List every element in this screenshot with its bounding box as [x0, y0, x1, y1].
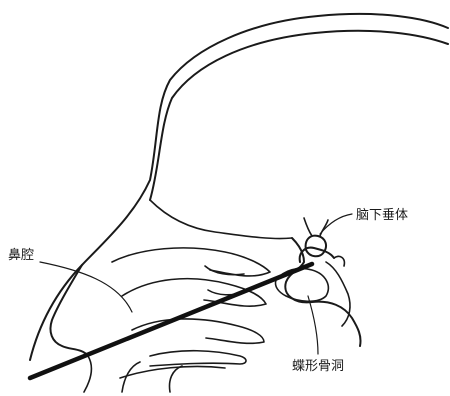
turbinate-fold-1: [205, 266, 244, 275]
nasal-cavity-leader: [40, 262, 132, 312]
hard-palate: [150, 351, 246, 366]
palate-region: [122, 351, 246, 392]
skull-outline: [30, 14, 448, 360]
frontal-base-line: [150, 200, 292, 239]
pituitary-leader: [320, 214, 352, 234]
lower-fold-b: [170, 366, 183, 392]
pituitary-stalk: [304, 218, 328, 236]
posterior-clinoid: [334, 256, 344, 266]
leader-lines: [40, 214, 352, 354]
face-profile: [50, 265, 91, 392]
nasal-cavity-label: 鼻腔: [8, 247, 34, 263]
pituitary-label: 脑下垂体: [356, 208, 408, 223]
sphenoid-region: [275, 218, 360, 346]
superior-turbinate: [112, 248, 270, 276]
nasal-floor: [84, 356, 91, 392]
skull-outer-contour: [30, 14, 448, 360]
pituitary-gland: [306, 236, 326, 257]
sphenoid-sinus-leader: [308, 296, 318, 354]
sphenoid-sinus-label: 蝶形骨洞: [292, 359, 344, 374]
turbinate-fold-3: [120, 366, 225, 378]
clivus: [326, 262, 350, 326]
